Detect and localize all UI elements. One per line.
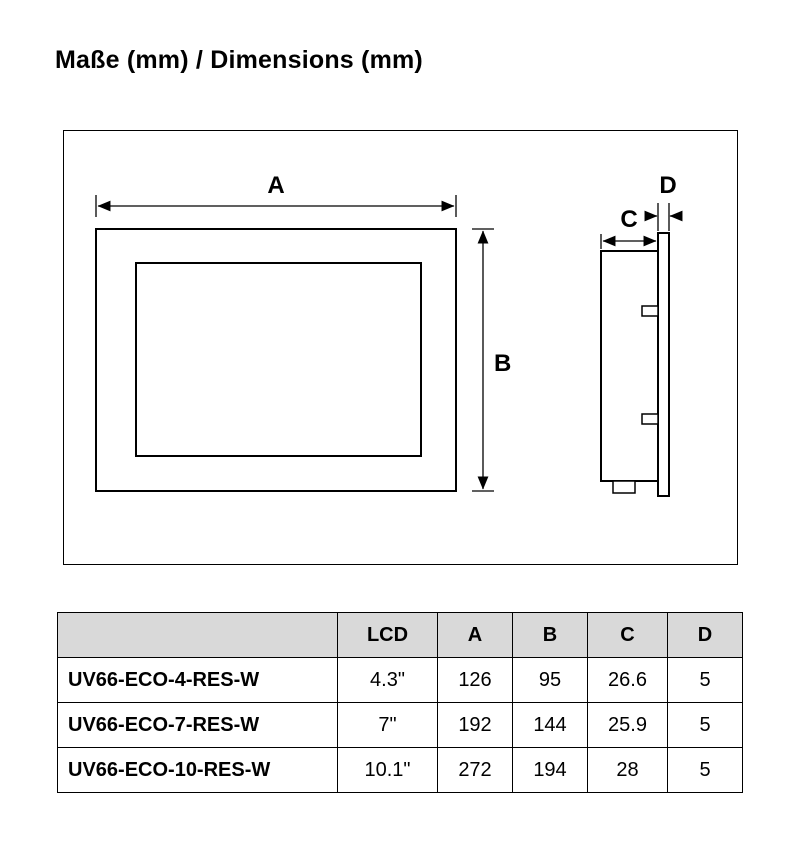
table-row: UV66-ECO-10-RES-W 10.1" 272 194 28 5 [57,747,743,793]
model-cell: UV66-ECO-4-RES-W [57,657,338,703]
lcd-cell: 7" [337,702,438,748]
side-mount-clip-bottom [641,413,659,425]
b-cell: 144 [512,702,588,748]
side-bezel-outline [657,232,670,497]
c-cell: 28 [587,747,668,793]
d-cell: 5 [667,702,743,748]
page-title: Maße (mm) / Dimensions (mm) [55,46,423,74]
front-screen-outline [135,262,422,457]
table-row: UV66-ECO-4-RES-W 4.3" 126 95 26.6 5 [57,657,743,703]
table-row: UV66-ECO-7-RES-W 7" 192 144 25.9 5 [57,702,743,748]
model-cell: UV66-ECO-7-RES-W [57,702,338,748]
dim-label-a: A [267,172,284,199]
side-chassis-outline [600,250,659,482]
table-header-a: A [437,612,513,658]
a-cell: 192 [437,702,513,748]
model-cell: UV66-ECO-10-RES-W [57,747,338,793]
table-header-d: D [667,612,743,658]
table-header-model [57,612,338,658]
dimension-drawing-svg: A B C D [95,172,683,497]
dimensions-table: LCD A B C D UV66-ECO-4-RES-W 4.3" 126 95… [57,612,743,793]
table-header-lcd: LCD [337,612,438,658]
d-cell: 5 [667,657,743,703]
dim-label-d: D [659,172,676,199]
c-cell: 26.6 [587,657,668,703]
dim-label-b: B [494,350,511,377]
a-cell: 272 [437,747,513,793]
table-header-c: C [587,612,668,658]
table-header-b: B [512,612,588,658]
b-cell: 194 [512,747,588,793]
dim-label-c: C [620,206,637,233]
lcd-cell: 4.3" [337,657,438,703]
table-header-row: LCD A B C D [57,612,743,658]
lcd-cell: 10.1" [337,747,438,793]
side-mount-clip-top [641,305,659,317]
dimension-drawing: A B C D [63,130,738,565]
a-cell: 126 [437,657,513,703]
side-connector [612,480,636,494]
b-cell: 95 [512,657,588,703]
d-cell: 5 [667,747,743,793]
c-cell: 25.9 [587,702,668,748]
